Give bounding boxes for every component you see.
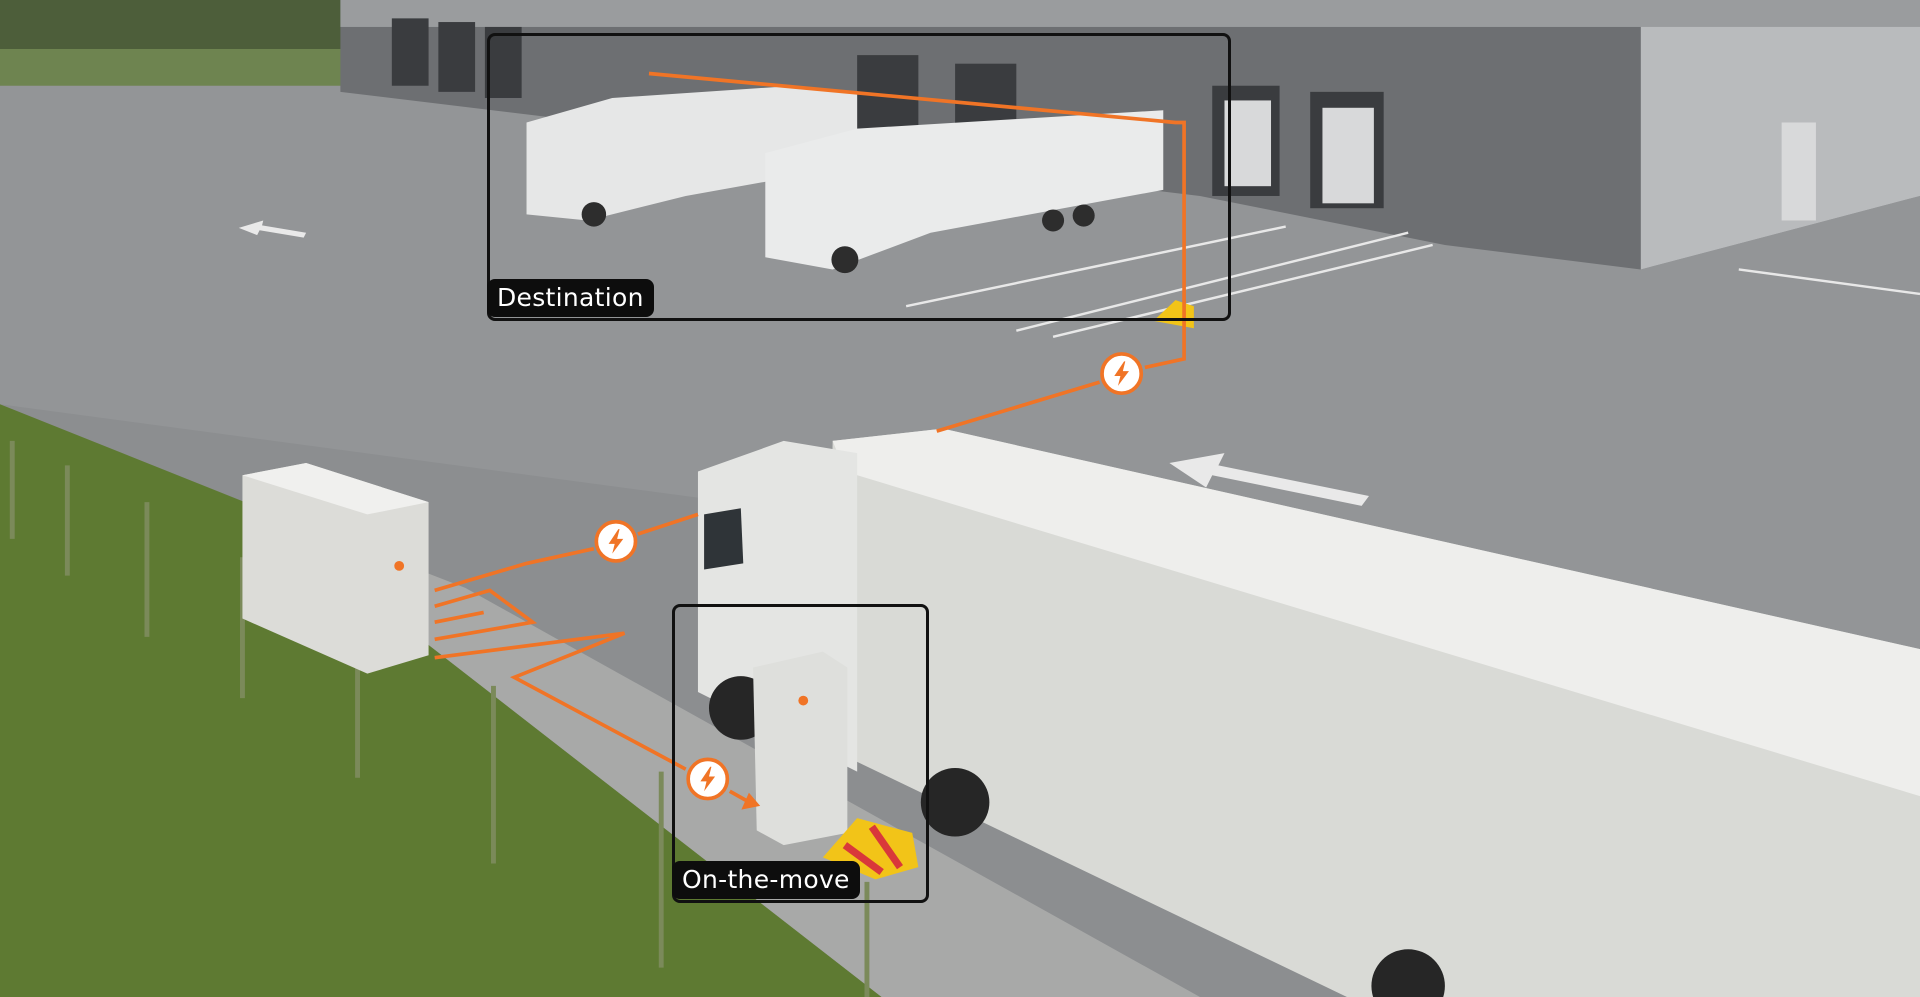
on-the-move-label: On-the-move — [672, 861, 860, 899]
dock-doors — [1224, 100, 1816, 221]
cabinet-to-truck-line — [434, 546, 595, 593]
road-arrow-2 — [238, 220, 307, 238]
lightning-bolt-icon — [594, 519, 638, 563]
destination-frame — [487, 33, 1231, 321]
warehouse-side — [1640, 0, 1920, 270]
road-arrow — [1169, 453, 1369, 506]
truck-to-destination-line — [936, 380, 1101, 433]
parking-lines — [905, 225, 1920, 339]
warehouse-roof — [340, 0, 1920, 27]
on-the-move-frame — [672, 604, 929, 903]
sidewalk — [244, 502, 1201, 997]
battery-cabinets — [242, 462, 429, 674]
gantry-line — [648, 71, 1186, 370]
energy-lines — [434, 71, 1186, 810]
lightning-bolt-icon — [686, 757, 730, 801]
destination-label: Destination — [487, 279, 654, 317]
parked-trucks — [526, 85, 1164, 274]
cabinet-to-charger-line — [434, 631, 687, 771]
lightning-bolt-icon — [1100, 352, 1144, 396]
background-lawn — [0, 48, 343, 86]
charging-station — [753, 651, 848, 846]
